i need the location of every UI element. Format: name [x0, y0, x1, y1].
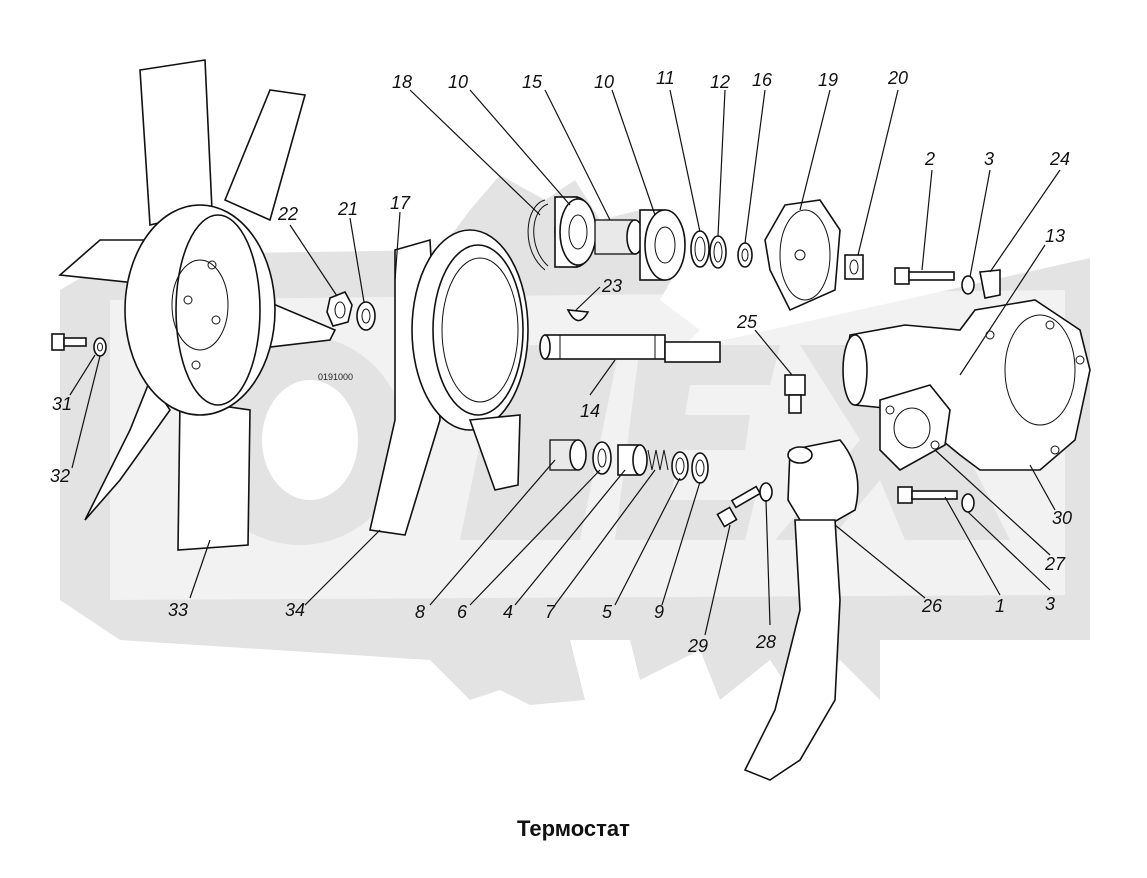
stamp-label: 0191000	[318, 372, 353, 382]
callout-30: 30	[1052, 508, 1072, 528]
callout-labels: 18 10 15 10 11 12 16 19 20 2 3 24 13 22 …	[50, 68, 1072, 656]
ring-9	[691, 452, 709, 484]
washer-32	[93, 337, 107, 357]
bolt-2	[894, 267, 955, 285]
nut-22	[326, 290, 353, 327]
callout-10: 10	[448, 72, 468, 92]
ring-16	[737, 242, 753, 268]
snap-ring-18	[527, 199, 549, 271]
bolt-1	[897, 486, 958, 504]
callout-22: 22	[277, 204, 298, 224]
bearing-10b	[639, 209, 686, 281]
sleeve-4	[617, 444, 648, 476]
washer-21	[356, 301, 376, 331]
callout-16: 16	[752, 70, 773, 90]
callout-34: 34	[285, 600, 305, 620]
callout-8: 8	[415, 602, 425, 622]
callout-11: 11	[656, 68, 675, 88]
callout-9: 9	[654, 602, 664, 622]
callout-12: 12	[710, 72, 730, 92]
callout-2: 2	[924, 149, 935, 169]
callout-29: 29	[687, 636, 708, 656]
callout-3: 3	[984, 149, 994, 169]
fan-33	[58, 59, 337, 551]
callout-32: 32	[50, 466, 70, 486]
washer-3a	[961, 275, 975, 295]
ring-5	[671, 451, 689, 481]
spacer-15	[594, 219, 644, 255]
callout-20: 20	[887, 68, 908, 88]
callout-33: 33	[168, 600, 188, 620]
callout-1: 1	[995, 596, 1005, 616]
ring-12	[709, 235, 727, 269]
callout-5: 5	[602, 602, 613, 622]
pulley-34: 0191000	[318, 229, 529, 536]
callout-28: 28	[755, 632, 776, 652]
callout-15: 15	[522, 72, 543, 92]
outlet-elbow-26	[743, 439, 859, 781]
bolt-31	[51, 333, 87, 351]
ring-11	[690, 230, 710, 268]
callout-6: 6	[457, 602, 468, 622]
shaft-14	[539, 334, 721, 363]
washer-3b	[961, 493, 975, 513]
impeller-19	[764, 199, 841, 312]
callout-4: 4	[503, 602, 513, 622]
callout-23: 23	[601, 276, 622, 296]
callout-19: 19	[818, 70, 838, 90]
callout-14: 14	[580, 401, 600, 421]
leader-lines	[69, 89, 1061, 636]
callout-10: 10	[594, 72, 614, 92]
bolt-29	[716, 485, 762, 528]
key-23	[566, 309, 590, 322]
callout-31: 31	[52, 394, 72, 414]
washer-28	[759, 482, 773, 502]
spring-7	[647, 449, 669, 471]
plug-24	[979, 269, 1001, 299]
sensor-25	[784, 374, 806, 414]
callout-26: 26	[921, 596, 943, 616]
callout-24: 24	[1049, 149, 1070, 169]
ring-6	[592, 441, 612, 475]
callout-21: 21	[337, 199, 358, 219]
callout-25: 25	[736, 312, 758, 332]
callout-13: 13	[1045, 226, 1065, 246]
callout-17: 17	[390, 193, 411, 213]
bearing-10a	[554, 196, 597, 268]
nut-20	[844, 254, 864, 280]
thermostat-housing-13	[842, 299, 1091, 471]
callout-18: 18	[392, 72, 412, 92]
callout-3: 3	[1045, 594, 1055, 614]
callout-27: 27	[1044, 554, 1066, 574]
seal-8	[549, 439, 587, 471]
callout-7: 7	[545, 602, 556, 622]
diagram-caption: Термостат	[517, 816, 630, 841]
